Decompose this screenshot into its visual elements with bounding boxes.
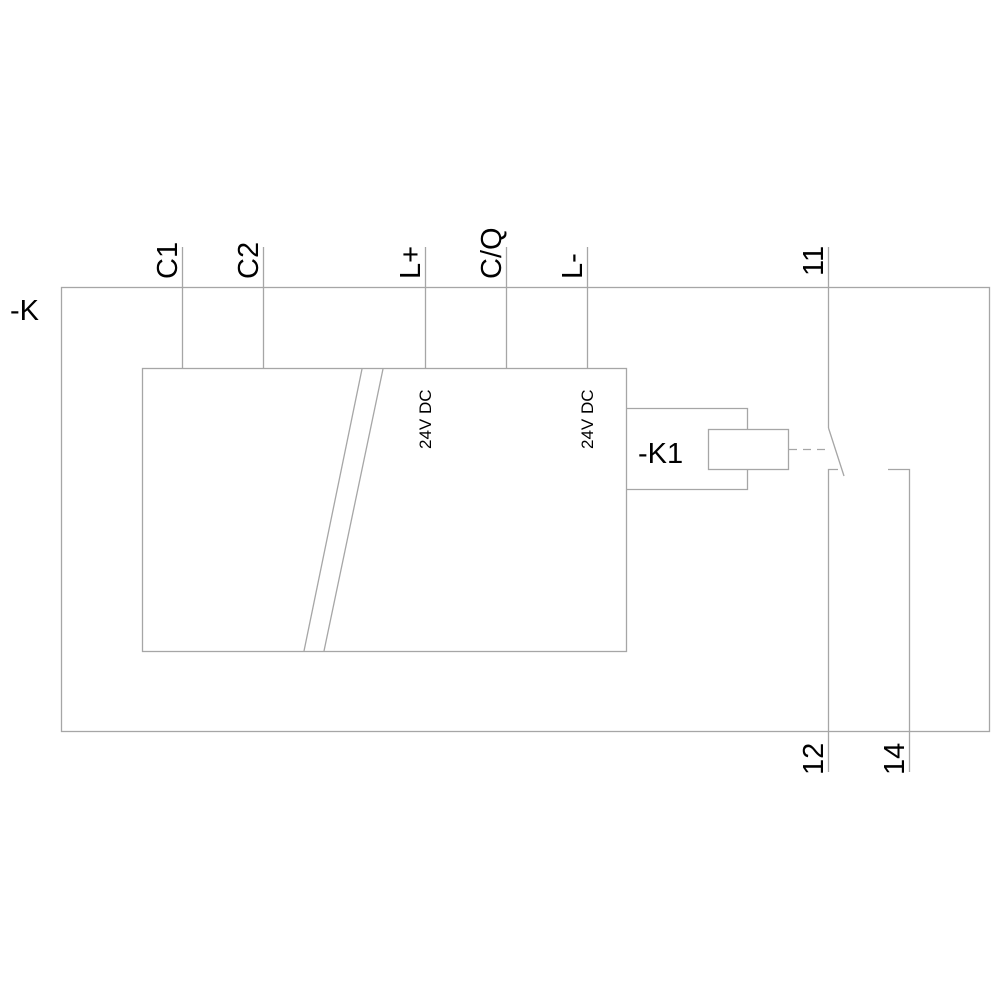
relay-bracket-top <box>626 407 749 429</box>
terminal-label-14: 14 <box>879 743 911 775</box>
device-enclosure <box>60 286 991 733</box>
terminal-label-lplus: L+ <box>395 246 427 279</box>
supply-annotation-lminus: 24V DC <box>578 389 597 449</box>
terminal-label-lminus: L- <box>557 253 589 279</box>
terminal-label-cq: C/Q <box>476 227 508 279</box>
relay-label: -K1 <box>638 438 683 470</box>
changeover-contact <box>827 247 911 772</box>
terminal-label-12: 12 <box>798 743 830 775</box>
supply-annotation-lplus: 24V DC <box>416 389 435 449</box>
electronics-module <box>141 367 628 653</box>
terminal-label-c2: C2 <box>233 242 265 279</box>
device-label: -K <box>10 295 40 327</box>
relay-coil <box>707 428 790 471</box>
relay-bracket-bottom <box>626 469 749 491</box>
terminal-label-11: 11 <box>798 246 830 276</box>
isolation-barrier <box>303 368 384 652</box>
terminal-label-c1: C1 <box>152 242 184 279</box>
